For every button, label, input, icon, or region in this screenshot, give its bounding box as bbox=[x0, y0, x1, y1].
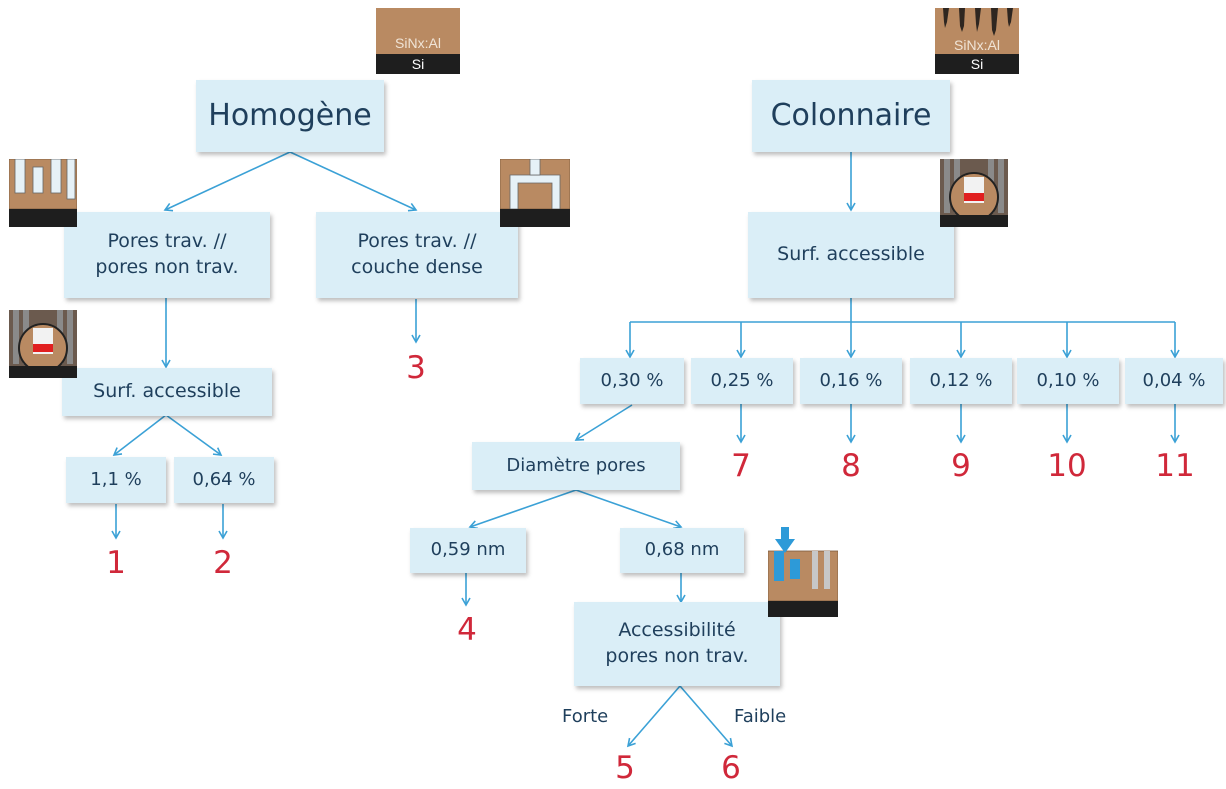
outcome-1: 1 bbox=[106, 545, 126, 581]
outcome-6: 6 bbox=[721, 750, 741, 786]
node-pct-0-25: 0,25 % bbox=[691, 358, 793, 404]
node-couche-dense: Pores trav. // couche dense bbox=[316, 212, 518, 298]
outcome-10: 10 bbox=[1047, 448, 1087, 484]
open-closed-pores-thumbnail bbox=[9, 159, 77, 227]
closed-pore-accessibility-thumbnail bbox=[768, 527, 838, 617]
arrow-surf-to-11 bbox=[112, 414, 167, 456]
arrow-homogene-to-pores-non-trav bbox=[163, 151, 291, 212]
edge-label-forte: Forte bbox=[562, 706, 609, 727]
node-pct-0-04: 0,04 % bbox=[1125, 358, 1223, 404]
node-0-68-nm: 0,68 nm bbox=[620, 528, 744, 573]
arrow-surf-to-064 bbox=[165, 414, 223, 456]
node-homogene: Homogène bbox=[196, 80, 384, 152]
outcome-9: 9 bbox=[951, 448, 971, 484]
arrow-030-to-diametre bbox=[574, 404, 633, 441]
accessible-surface-thumbnail-left bbox=[9, 310, 77, 378]
node-pores-non-trav: Pores trav. // pores non trav. bbox=[64, 212, 270, 298]
node-diametre-pores: Diamètre pores bbox=[472, 442, 680, 490]
outcome-3: 3 bbox=[406, 350, 426, 386]
outcome-4: 4 bbox=[457, 612, 477, 648]
node-pct-0-64: 0,64 % bbox=[174, 457, 274, 503]
node-pct-1-1: 1,1 % bbox=[66, 457, 166, 503]
node-surf-accessible-right: Surf. accessible bbox=[748, 212, 954, 298]
node-accessibilite: Accessibilité pores non trav. bbox=[574, 602, 780, 686]
node-pct-0-30: 0,30 % bbox=[580, 358, 684, 404]
edge-label-faible: Faible bbox=[734, 706, 787, 727]
node-surf-accessible-left: Surf. accessible bbox=[62, 368, 272, 416]
arrow-homogene-to-couche-dense bbox=[289, 151, 418, 212]
arrow-diametre-to-059 bbox=[468, 489, 577, 530]
columnar-stack-thumbnail: SiNx:Al Si bbox=[935, 8, 1019, 74]
arrow-diametre-to-068 bbox=[575, 489, 683, 530]
thumb-sinx-label-left: SiNx:Al bbox=[395, 35, 441, 51]
arrow-acc-to-6 bbox=[679, 685, 734, 748]
outcome-7: 7 bbox=[731, 448, 751, 484]
accessible-surface-thumbnail-right bbox=[940, 159, 1008, 227]
thumb-sinx-label-right: SiNx:Al bbox=[954, 37, 1000, 53]
outcome-8: 8 bbox=[841, 448, 861, 484]
thumb-si-label-right: Si bbox=[971, 56, 983, 72]
node-pct-0-16: 0,16 % bbox=[800, 358, 902, 404]
outcome-5: 5 bbox=[615, 750, 635, 786]
thumb-si-label-left: Si bbox=[412, 56, 424, 72]
arrow-acc-to-5 bbox=[626, 685, 681, 748]
node-pct-0-10: 0,10 % bbox=[1017, 358, 1119, 404]
node-pct-0-12: 0,12 % bbox=[910, 358, 1012, 404]
node-colonnaire: Colonnaire bbox=[752, 80, 950, 152]
node-0-59-nm: 0,59 nm bbox=[410, 528, 526, 573]
outcome-11: 11 bbox=[1155, 448, 1195, 484]
homogeneous-stack-thumbnail: SiNx:Al Si bbox=[376, 8, 460, 74]
outcome-2: 2 bbox=[213, 545, 233, 581]
dense-layer-pores-thumbnail bbox=[500, 159, 570, 227]
